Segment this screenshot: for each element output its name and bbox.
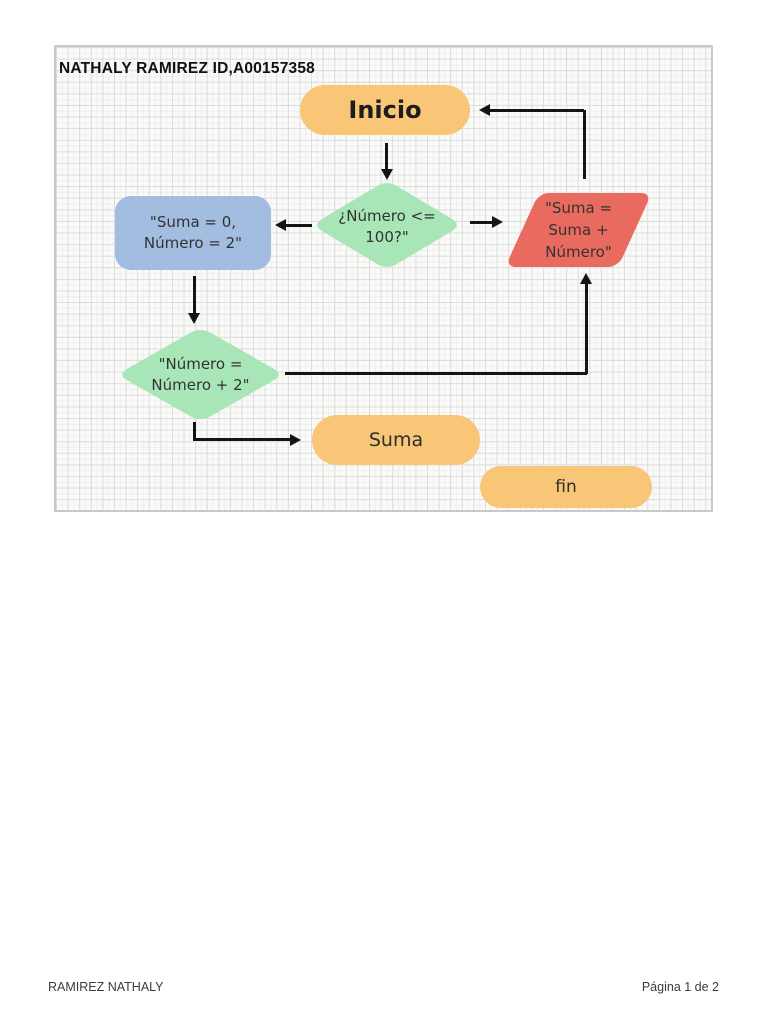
node-decision: ¿Número <= 100?" [312, 180, 462, 270]
connector-line [285, 223, 312, 227]
node-increment-line2: Número + 2" [151, 375, 250, 394]
arrowhead-up [580, 273, 592, 284]
connector-line [489, 108, 584, 112]
arrowhead-right [492, 216, 503, 228]
page-title: NATHALY RAMIREZ ID,A00157358 [59, 60, 315, 77]
node-decision-line2: 100?" [365, 228, 409, 246]
node-increment: "Número = Número + 2" [117, 327, 284, 422]
node-decision-line1: ¿Número <= [338, 207, 436, 225]
node-assign: "Suma = 0, Número = 2" [115, 196, 271, 270]
increment-diamond-shape [122, 329, 279, 420]
node-accumulate-line2: Suma + [548, 221, 609, 239]
arrowhead-down [380, 169, 393, 180]
connector-line [192, 422, 196, 441]
footer-page-number: Página 1 de 2 [641, 980, 719, 994]
node-assign-line2: Número = 2" [143, 234, 243, 252]
arrowhead-left [479, 104, 490, 116]
arrowhead-down [188, 313, 200, 324]
arrowhead-left [275, 219, 286, 231]
connector-line [582, 110, 586, 179]
arrowhead-right [290, 433, 301, 446]
connector-line [192, 276, 196, 315]
flowchart-canvas: NATHALY RAMIREZ ID,A00157358 Inicio ¿Núm… [54, 45, 713, 512]
node-accumulate-line3: Número" [545, 243, 612, 261]
node-assign-line1: "Suma = 0, [149, 213, 237, 231]
decision-diamond-shape [317, 183, 457, 267]
node-output-suma: Suma [312, 415, 480, 465]
connector-line [192, 438, 292, 441]
node-inicio-label: Inicio [348, 96, 422, 124]
connector-line [584, 283, 588, 374]
connector-line [385, 143, 388, 170]
footer-author: RAMIREZ NATHALY [48, 980, 164, 994]
node-increment-line1: "Número = [158, 354, 243, 373]
connector-line [470, 220, 494, 224]
connector-line [285, 371, 587, 375]
node-accumulate-line1: "Suma = [544, 199, 613, 217]
node-inicio: Inicio [300, 85, 470, 135]
node-output-label: Suma [368, 429, 424, 451]
node-accumulate: "Suma = Suma + Número" [505, 193, 652, 267]
node-end-fin: fin [480, 466, 652, 508]
node-end-label: fin [555, 477, 577, 497]
